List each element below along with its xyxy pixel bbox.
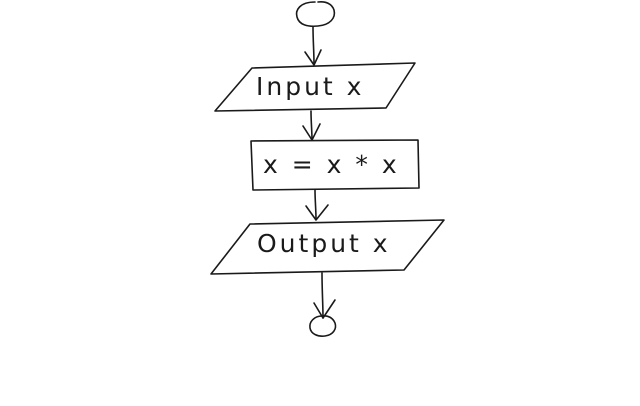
output-node-label: Output x xyxy=(257,229,391,258)
input-node: Input x xyxy=(214,62,416,112)
arrow-output-to-end xyxy=(313,272,336,319)
start-node xyxy=(295,1,336,28)
input-node-label: Input x xyxy=(256,72,364,101)
arrow-process-to-output xyxy=(305,189,329,221)
end-node xyxy=(309,315,337,337)
process-node: x = x * x xyxy=(250,139,420,191)
process-node-label: x = x * x xyxy=(263,150,400,179)
output-node: Output x xyxy=(210,219,445,275)
arrow-start-to-input xyxy=(304,26,322,66)
arrow-input-to-process xyxy=(302,110,321,141)
